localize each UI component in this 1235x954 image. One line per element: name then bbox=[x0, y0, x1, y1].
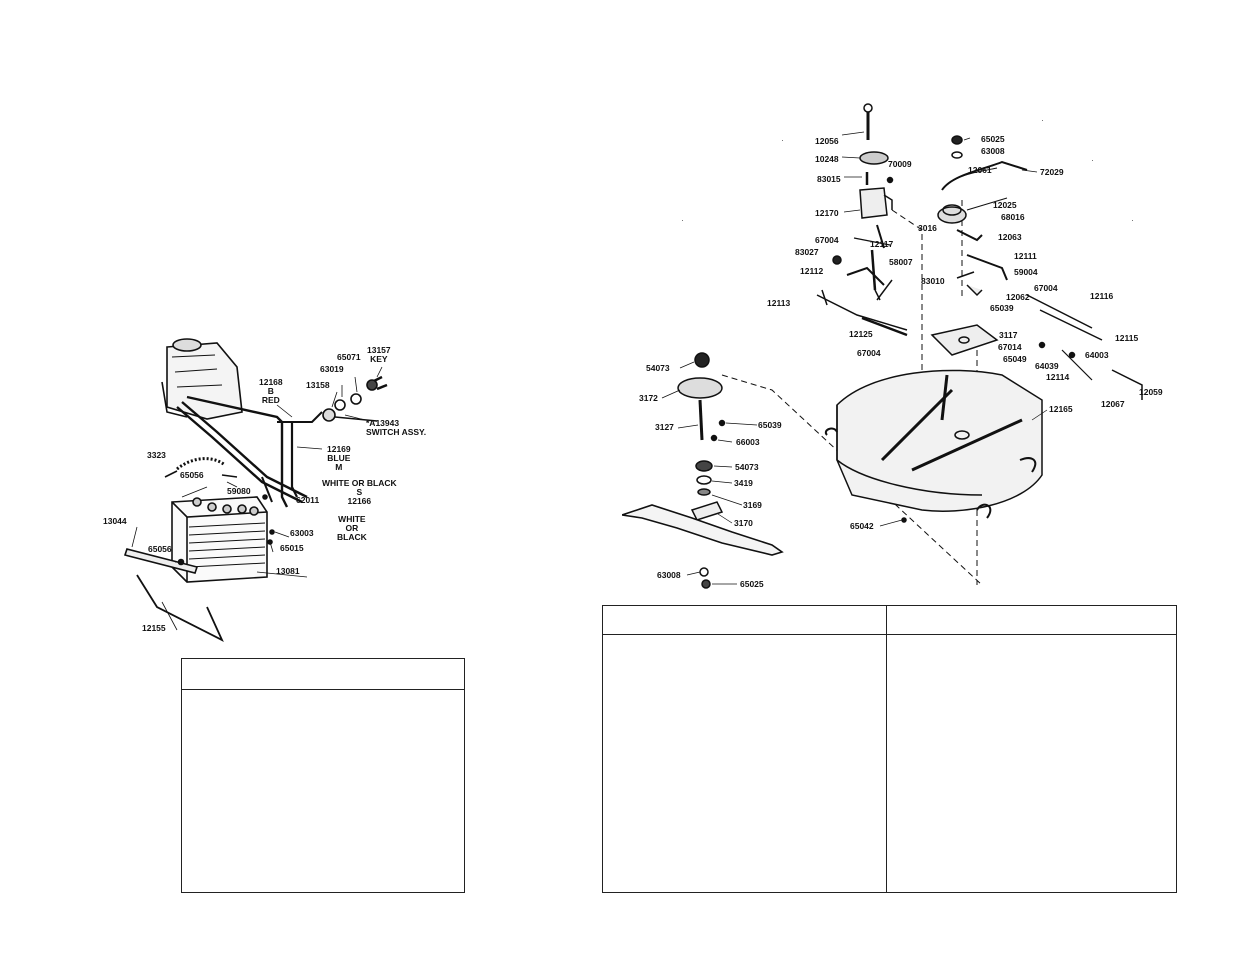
part-label-63003: 63003 bbox=[290, 528, 314, 538]
part-label-62011: 62011 bbox=[296, 495, 320, 505]
part-label-13158: 13158 bbox=[306, 380, 330, 390]
part-label-63008-bottom: 63008 bbox=[657, 570, 681, 580]
part-label-67004-bottom: 67004 bbox=[857, 348, 881, 358]
part-label-12062: 12062 bbox=[1006, 292, 1030, 302]
part-label-12056: 12056 bbox=[815, 136, 839, 146]
part-label-83015: 83015 bbox=[817, 174, 841, 184]
part-label-67014: 67014 bbox=[998, 342, 1022, 352]
part-label-3419: 3419 bbox=[734, 478, 753, 488]
part-label-59080: 59080 bbox=[227, 486, 251, 496]
part-label-64039: 64039 bbox=[1035, 361, 1059, 371]
part-label-12114: 12114 bbox=[1046, 372, 1070, 382]
part-label-54073-top: 54073 bbox=[646, 363, 670, 373]
part-label-12111: 12111 bbox=[1014, 251, 1037, 261]
left-table-header bbox=[182, 659, 464, 690]
part-label-65056-bottom: 65056 bbox=[148, 544, 172, 554]
part-label-63019: 63019 bbox=[320, 364, 344, 374]
part-label-12063: 12063 bbox=[998, 232, 1022, 242]
deck-diagram bbox=[622, 100, 1167, 595]
part-label-12116: 12116 bbox=[1090, 291, 1114, 301]
part-label-70009: 70009 bbox=[888, 159, 912, 169]
part-label-83027: 83027 bbox=[795, 247, 819, 257]
part-label-12168: 12168 B RED bbox=[259, 377, 283, 405]
part-label-64003: 64003 bbox=[1085, 350, 1109, 360]
part-label-12155: 12155 bbox=[142, 623, 166, 633]
part-label-10248: 10248 bbox=[815, 154, 839, 164]
part-label-65042: 65042 bbox=[850, 521, 874, 531]
part-label-58007: 58007 bbox=[889, 257, 913, 267]
part-label-66003: 66003 bbox=[736, 437, 760, 447]
part-label-65015: 65015 bbox=[280, 543, 304, 553]
part-label-83010: 83010 bbox=[921, 276, 945, 286]
right-parts-table bbox=[602, 605, 1177, 893]
part-label-3016: 3016 bbox=[918, 223, 937, 233]
part-label-12115: 12115 bbox=[1115, 333, 1139, 343]
part-label-13081: 13081 bbox=[276, 566, 300, 576]
right-table-column-divider bbox=[886, 606, 887, 892]
part-label-13157: 13157 KEY bbox=[367, 345, 391, 364]
left-parts-table bbox=[181, 658, 465, 893]
part-label-65056-top: 65056 bbox=[180, 470, 204, 480]
part-label-12117: 12117 bbox=[870, 239, 894, 249]
part-label-65071: 65071 bbox=[337, 352, 361, 362]
electrical-diagram bbox=[97, 337, 427, 645]
part-label-12170: 12170 bbox=[815, 208, 839, 218]
part-label-12169: 12169 BLUE M bbox=[327, 444, 351, 472]
part-label-65039-top: 65039 bbox=[990, 303, 1014, 313]
part-label-67004-right: 67004 bbox=[1034, 283, 1058, 293]
part-label-12059: 12059 bbox=[1139, 387, 1163, 397]
part-label-67004-top: 67004 bbox=[815, 235, 839, 245]
part-label-63008-top: 63008 bbox=[981, 146, 1005, 156]
part-label-13943: *A13943 SWITCH ASSY. bbox=[366, 418, 427, 437]
part-label-3323: 3323 bbox=[147, 450, 166, 460]
part-label-12067: 12067 bbox=[1101, 399, 1125, 409]
part-label-65049: 65049 bbox=[1003, 354, 1027, 364]
part-label-54073-bottom: 54073 bbox=[735, 462, 759, 472]
part-label-white-or-black: WHITE OR BLACK bbox=[337, 514, 367, 542]
part-label-12061: 12061 bbox=[968, 165, 992, 175]
deck-drawing bbox=[622, 103, 1143, 589]
part-label-12113: 12113 bbox=[767, 298, 791, 308]
part-label-12165: 12165 bbox=[1049, 404, 1073, 414]
right-table-header bbox=[603, 606, 1176, 635]
part-label-65039-bottom: 65039 bbox=[758, 420, 782, 430]
part-label-65025-top: 65025 bbox=[981, 134, 1005, 144]
part-label-13044: 13044 bbox=[103, 516, 127, 526]
part-label-3127: 3127 bbox=[655, 422, 674, 432]
part-label-3170: 3170 bbox=[734, 518, 753, 528]
part-label-65025-bottom: 65025 bbox=[740, 579, 764, 589]
electrical-drawing bbox=[123, 338, 388, 642]
part-label-3172: 3172 bbox=[639, 393, 658, 403]
part-label-3117: 3117 bbox=[999, 330, 1018, 340]
part-label-72029: 72029 bbox=[1040, 167, 1064, 177]
part-label-12025: 12025 bbox=[993, 200, 1017, 210]
part-label-12125: 12125 bbox=[849, 329, 873, 339]
part-label-white-or-black-12166: WHITE OR BLACK S 12166 bbox=[322, 478, 397, 506]
part-label-59004: 59004 bbox=[1014, 267, 1038, 277]
part-label-3169: 3169 bbox=[743, 500, 762, 510]
part-label-12112: 12112 bbox=[800, 266, 824, 276]
part-label-68016: 68016 bbox=[1001, 212, 1025, 222]
